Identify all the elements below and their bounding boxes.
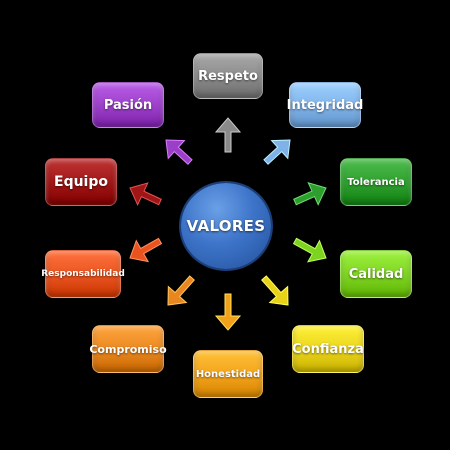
value-box-calidad: Calidad bbox=[340, 250, 412, 298]
value-box-respeto: Respeto bbox=[193, 53, 263, 99]
value-label-equipo: Equipo bbox=[54, 174, 108, 190]
arrow-compromiso bbox=[167, 275, 195, 306]
arrow-integridad bbox=[263, 139, 291, 165]
arrow-tolerancia bbox=[293, 182, 327, 206]
value-label-integridad: Integridad bbox=[286, 97, 364, 113]
value-box-confianza: Confianza bbox=[292, 325, 364, 373]
value-box-honestidad: Honestidad bbox=[193, 350, 263, 398]
value-box-tolerancia: Tolerancia bbox=[340, 158, 412, 206]
value-box-integridad: Integridad bbox=[286, 82, 364, 128]
value-label-responsabilidad: Responsabilidad bbox=[41, 269, 125, 279]
value-box-responsabilidad: Responsabilidad bbox=[41, 250, 125, 298]
value-label-honestidad: Honestidad bbox=[195, 368, 261, 380]
center-circle-valores: VALORES bbox=[181, 183, 271, 269]
value-label-tolerancia: Tolerancia bbox=[347, 176, 405, 188]
value-label-confianza: Confianza bbox=[292, 341, 364, 357]
arrow-responsabilidad bbox=[129, 237, 163, 263]
value-box-compromiso: Compromiso bbox=[89, 325, 167, 373]
value-label-pasion: Pasión bbox=[103, 97, 153, 113]
arrow-confianza bbox=[261, 275, 289, 306]
value-label-compromiso: Compromiso bbox=[89, 342, 167, 356]
value-label-respeto: Respeto bbox=[198, 68, 258, 84]
value-box-equipo: Equipo bbox=[45, 158, 117, 206]
arrow-respeto bbox=[214, 117, 242, 153]
center-label: VALORES bbox=[186, 217, 266, 235]
arrow-calidad bbox=[292, 237, 327, 263]
arrow-pasion bbox=[165, 139, 193, 165]
arrow-honestidad bbox=[214, 293, 242, 331]
value-label-calidad: Calidad bbox=[348, 266, 404, 282]
value-box-pasion: Pasión bbox=[92, 82, 164, 128]
arrow-equipo bbox=[129, 182, 162, 206]
